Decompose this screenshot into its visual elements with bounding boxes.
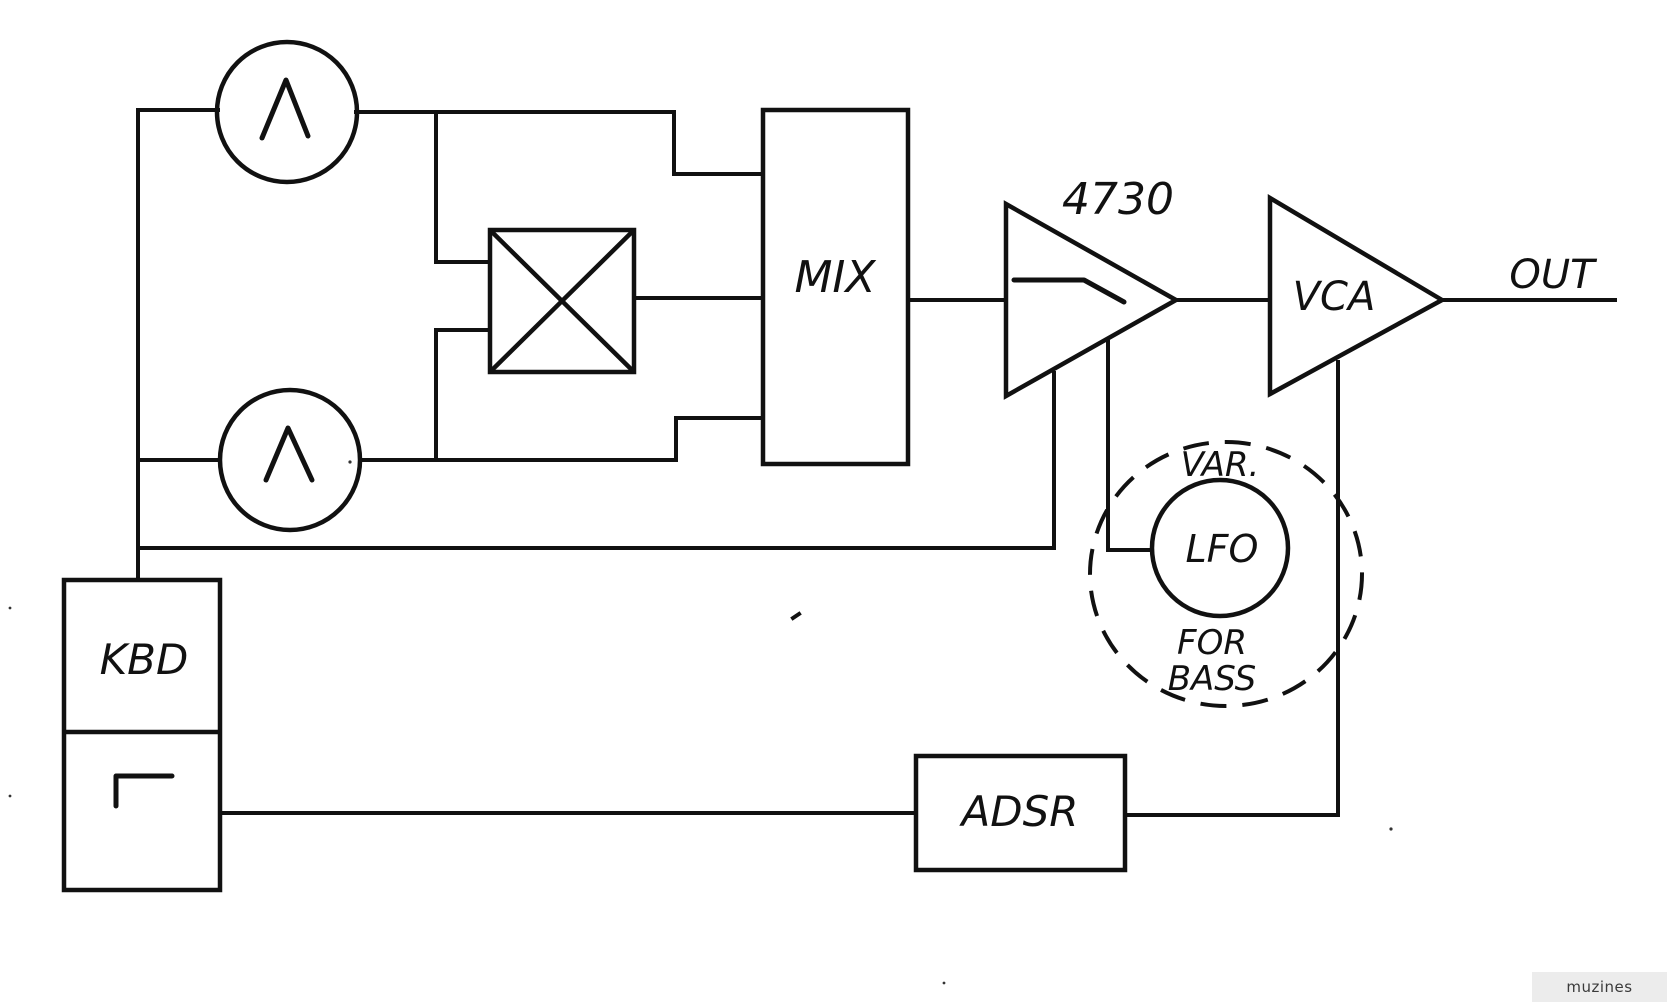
vca: VCA (1267, 194, 1447, 398)
wire-adsr-to-vca (1123, 360, 1340, 817)
filter: 4730 (1003, 174, 1181, 400)
lowpass-curve-icon (1011, 277, 1127, 305)
lfo-note-bottom-2: BASS (1168, 659, 1257, 699)
lfo: LFO VAR. FOR BASS (1088, 440, 1364, 708)
vca-label: VCA (1293, 274, 1376, 320)
ring-modulator-box (487, 227, 637, 375)
output-label: OUT (1509, 252, 1598, 298)
speck (1389, 827, 1393, 831)
lfo-note-bottom-1: FOR (1177, 623, 1247, 663)
mixer: MIX (760, 107, 911, 467)
vca-triangle (1267, 194, 1447, 398)
lfo-circle (1149, 477, 1291, 619)
speck (8, 794, 12, 798)
adsr-box (913, 753, 1128, 873)
filter-chip-label: 4730 (1062, 174, 1174, 225)
scan-specks (8, 460, 1393, 985)
keyboard: KBD (61, 577, 223, 893)
speck (790, 611, 802, 621)
mixer-box (760, 107, 911, 467)
speck (8, 606, 12, 610)
ring-modulator (487, 227, 637, 375)
wire-osc1-out (354, 110, 765, 176)
signal-wires (136, 108, 1617, 817)
speck (348, 460, 352, 464)
triangle-wave-icon (259, 77, 311, 141)
adsr: ADSR (913, 753, 1128, 873)
wire-lfo-to-filter (1106, 340, 1154, 552)
ring-modulator-cross-icon (488, 228, 636, 374)
wire-osc1-to-ringmod (434, 110, 492, 264)
mixer-label: MIX (794, 252, 876, 303)
oscillator-1-circle (214, 39, 360, 185)
lfo-note-top: VAR. (1181, 445, 1260, 485)
watermark: muzines (1532, 972, 1667, 1002)
oscillator-2-circle (217, 387, 363, 533)
gate-pulse-icon (113, 773, 175, 809)
wire-osc2-out (359, 416, 765, 462)
wire-osc2-to-ringmod (434, 328, 492, 462)
adsr-label: ADSR (959, 787, 1079, 836)
lfo-optional-boundary (1088, 440, 1364, 708)
lfo-label: LFO (1186, 527, 1259, 571)
oscillator-2 (217, 387, 363, 533)
keyboard-label: KBD (100, 635, 189, 684)
filter-triangle (1003, 200, 1181, 400)
speck (942, 981, 946, 985)
wire-kbd-to-filter (138, 371, 1056, 550)
keyboard-box (61, 577, 223, 893)
oscillator-1 (214, 39, 360, 185)
triangle-wave-icon (263, 425, 315, 483)
